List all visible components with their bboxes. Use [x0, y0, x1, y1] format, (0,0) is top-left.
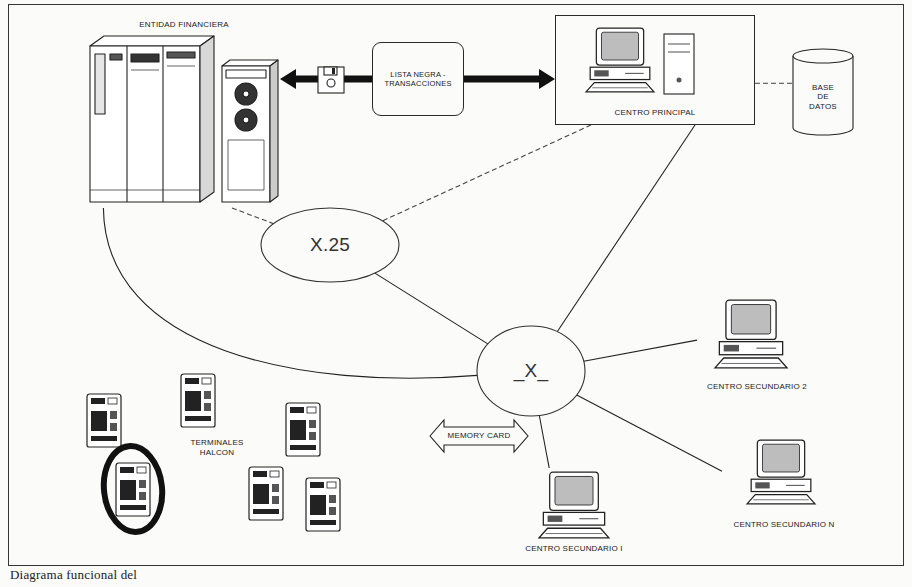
illustration-part [318, 67, 344, 93]
illustration-part [668, 52, 690, 53]
illustration-part [110, 54, 122, 60]
workstation-node: CENTRO SECUNDARIO 2 [697, 296, 817, 394]
illustration-part [167, 52, 195, 58]
illustration-part [306, 478, 340, 531]
illustration-part [243, 91, 249, 97]
illustration-part [228, 140, 264, 190]
node-label: TERMINALES HALCON [188, 438, 246, 457]
node-label: X.25 [310, 234, 350, 257]
connector [375, 273, 488, 344]
connector [584, 340, 697, 361]
edge-label-holder: MEMORY CARD [446, 431, 513, 441]
illustration-part [90, 36, 214, 46]
cylinder-body [793, 56, 853, 135]
connector [382, 125, 591, 221]
illustration-part [90, 190, 200, 191]
illustration-part [200, 36, 214, 202]
illustration-part [126, 46, 127, 202]
hand-drawn-circle [100, 443, 167, 535]
node-label: CENTRO PRINCIPAL [615, 108, 696, 118]
connector [557, 125, 695, 332]
cylinder-top [793, 49, 853, 63]
mainframe-node: ENTIDAD FINANCIERA [88, 18, 280, 208]
illustration-part [539, 472, 609, 538]
network-ellipse: X.25 [260, 207, 400, 283]
mainframe-illustration [90, 36, 278, 202]
switch-ellipse: _X_ [476, 325, 586, 417]
illustration-part [243, 117, 249, 123]
connector [539, 416, 549, 469]
connector [755, 83, 792, 84]
floppy-disk-icon [318, 67, 344, 93]
connector [430, 420, 528, 452]
figure-caption: Diagrama funcional del [10, 567, 137, 583]
illustration-part [116, 463, 150, 516]
connector [103, 208, 477, 378]
center-box: CENTRO PRINCIPAL [555, 15, 755, 125]
illustration-part [677, 78, 682, 83]
database-cylinder: BASE DE DATOS [792, 48, 854, 136]
connector [577, 395, 722, 471]
illustration-part [162, 46, 163, 202]
ellipse-outline [261, 208, 399, 282]
illustration-part [222, 60, 278, 66]
illustration-part [324, 67, 337, 75]
node-label: LISTA NEGRA - TRANSACCIONES [382, 70, 454, 88]
illustration-part [167, 66, 195, 67]
illustration-part [715, 300, 787, 368]
terminal-icons [87, 374, 340, 535]
illustration-part [222, 66, 270, 202]
illustration-part [664, 34, 694, 94]
illustration-part [181, 374, 215, 427]
illustration-part [235, 83, 257, 105]
illustration-part [286, 403, 320, 456]
node-label: CENTRO SECUNDARIO N [733, 520, 834, 530]
illustration-part [332, 68, 335, 74]
illustration-part [327, 79, 335, 87]
edge-label: MEMORY CARD [446, 431, 513, 441]
illustration-part [747, 440, 815, 504]
illustration-part [249, 467, 283, 520]
terminal-group: TERMINALES HALCON [80, 368, 430, 540]
illustration-part [270, 60, 278, 202]
workstation-node: CENTRO SECUNDARIO N [722, 434, 846, 532]
connector [464, 69, 555, 89]
illustration-part [668, 44, 690, 45]
ellipse-outline [477, 326, 585, 416]
figure-frame [9, 5, 904, 566]
illustration-part [95, 54, 105, 114]
illustration-part [586, 28, 654, 92]
workstation-icons [539, 28, 815, 538]
node-label: ENTIDAD FINANCIERA [139, 20, 228, 30]
illustration-part [131, 70, 159, 71]
node-label: CENTRO SECUNDARIO 2 [707, 382, 807, 392]
illustration-part [226, 70, 266, 78]
node-label: CENTRO SECUNDARIO I [525, 544, 623, 554]
workstation-node: CENTRO SECUNDARIO I [512, 468, 636, 556]
caption-holder: Diagrama funcional del [10, 567, 137, 583]
node-outline [792, 48, 854, 136]
illustration-part [131, 54, 159, 62]
connector [232, 208, 274, 224]
list-box: LISTA NEGRA - TRANSACCIONES [372, 42, 464, 116]
illustration-part [87, 394, 121, 447]
illustration-part [235, 109, 257, 131]
node-label: _X_ [514, 360, 548, 383]
node-label: BASE DE DATOS [807, 83, 839, 112]
illustration-part [90, 46, 200, 202]
